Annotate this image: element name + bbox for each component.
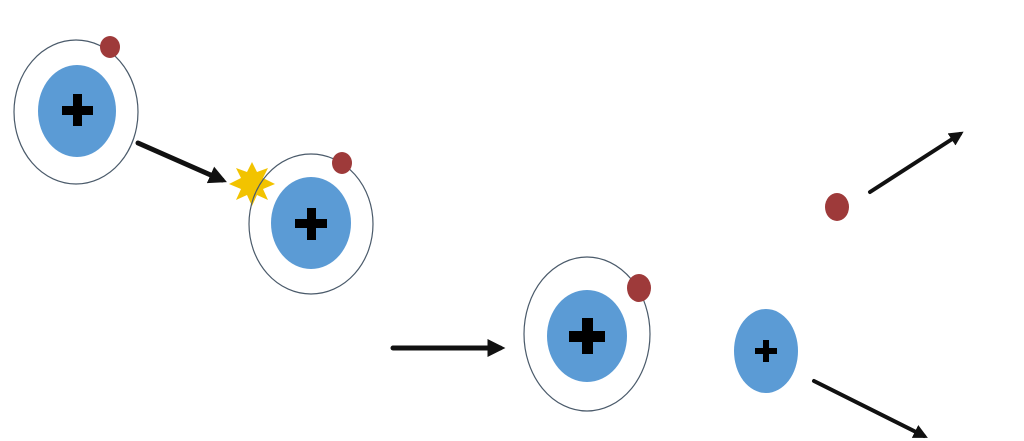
collision-burst-icon	[229, 162, 275, 206]
ion	[734, 309, 798, 393]
arrow-right-icon	[135, 140, 227, 184]
electron-icon	[100, 36, 120, 58]
arrow-right-icon	[812, 379, 928, 438]
arrow-right-icon	[868, 131, 964, 194]
atom-3	[523, 256, 651, 412]
plus-icon	[62, 94, 93, 126]
plus-icon	[295, 208, 327, 240]
atom-1-orbit	[13, 39, 139, 185]
atom-2-orbit	[248, 153, 374, 295]
electron-icon	[627, 274, 651, 302]
atom-2	[248, 152, 374, 295]
electron-icon	[332, 152, 352, 174]
electron-icon	[825, 193, 849, 221]
plus-icon	[755, 340, 777, 362]
atom-1	[13, 36, 139, 185]
plus-icon	[569, 318, 605, 354]
atom-3-orbit	[523, 256, 651, 412]
